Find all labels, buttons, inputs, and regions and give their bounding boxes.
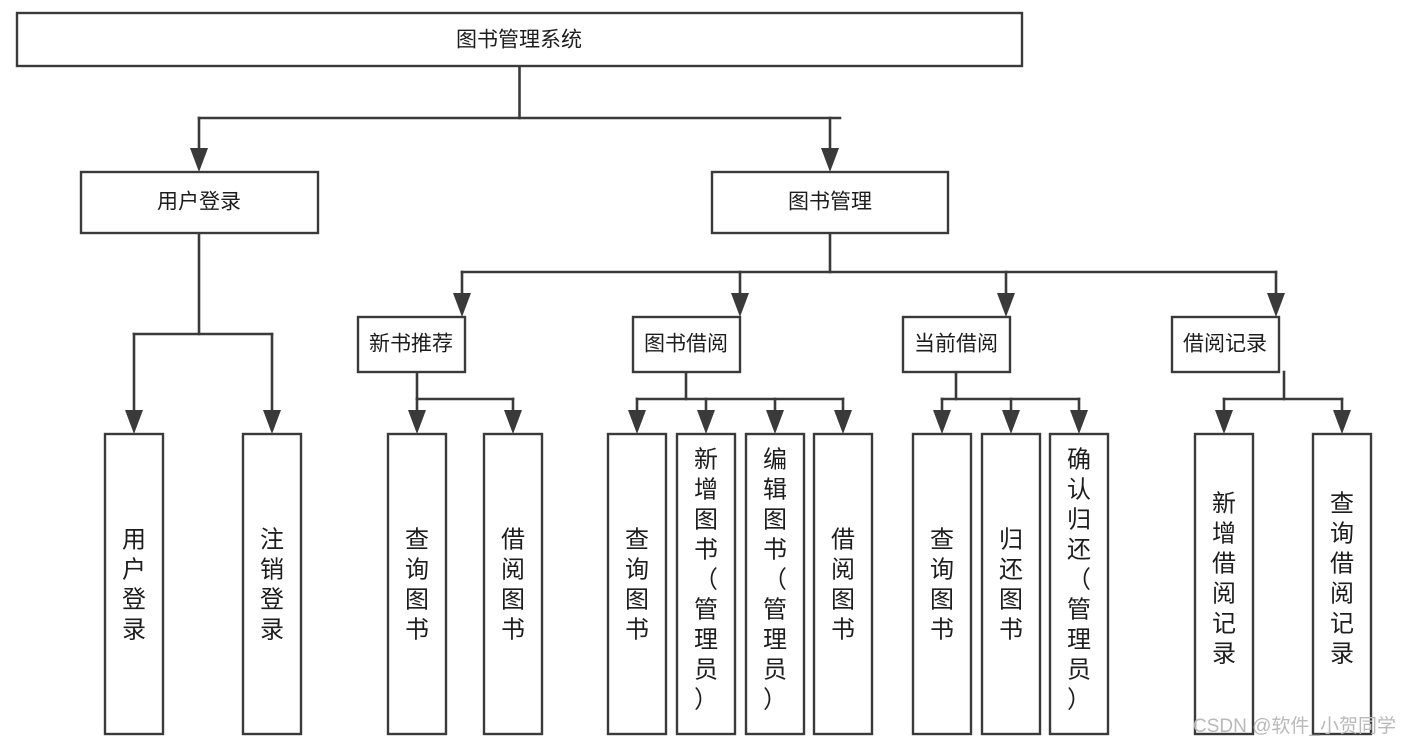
node-root-label: 图书管理系统 — [456, 29, 582, 52]
node-leaf-query-book-recommend-box — [386, 432, 448, 736]
node-current-borrow-label: 当前借阅 — [914, 333, 998, 356]
node-leaf-return-book-box — [980, 432, 1042, 736]
arrowhead-current-borrow — [997, 293, 1015, 317]
node-leaf-return-book-label: 归还图书 — [999, 526, 1023, 643]
node-leaf-borrow-book-label: 借阅图书 — [831, 526, 855, 643]
node-book-borrow[interactable]: 图书借阅 — [631, 315, 742, 374]
node-book-management[interactable]: 图书管理 — [710, 170, 950, 235]
node-leaf-add-book-admin-box — [675, 432, 737, 736]
node-leaf-edit-book-admin[interactable]: 编辑图书（管理员） — [744, 432, 806, 736]
node-leaf-add-borrow-record[interactable]: 新增借阅记录 — [1193, 432, 1255, 736]
arrowhead-book-management — [821, 148, 839, 172]
node-leaf-query-borrow-record[interactable]: 查询借阅记录 — [1311, 432, 1373, 736]
node-leaf-add-book-admin-label: 新增图书（管理员） — [694, 446, 718, 713]
node-leaf-query-borrow-record-box — [1311, 432, 1373, 736]
node-borrow-records-label: 借阅记录 — [1183, 333, 1267, 356]
node-leaf-user-login-box — [103, 432, 165, 736]
node-leaf-edit-book-admin-label: 编辑图书（管理员） — [763, 446, 787, 713]
node-leaf-add-borrow-record-label: 新增借阅记录 — [1212, 490, 1236, 667]
arrowhead-leaf-borrow-book — [834, 410, 852, 434]
node-leaf-borrow-book-recommend-label: 借阅图书 — [501, 526, 525, 643]
connector-group-book-management — [453, 231, 1285, 317]
arrowhead-borrow-records — [1267, 293, 1285, 317]
arrowhead-leaf-query-borrow-record — [1333, 410, 1351, 434]
node-book-borrow-box — [631, 315, 742, 374]
node-leaf-user-login-label: 用户登录 — [122, 526, 146, 643]
connector-group-current-borrow — [933, 370, 1088, 434]
node-leaf-logout-label: 注销登录 — [260, 526, 284, 643]
node-leaf-borrow-book-recommend-box — [482, 432, 544, 736]
node-leaf-add-book-admin[interactable]: 新增图书（管理员） — [675, 432, 737, 736]
node-leaf-query-book-recommend-label: 查询图书 — [405, 526, 429, 643]
node-leaf-confirm-return-admin-box — [1048, 432, 1110, 736]
node-root-box — [15, 11, 1024, 68]
node-user-login-box — [79, 170, 320, 235]
arrowhead-leaf-add-book-admin — [697, 410, 715, 434]
node-leaf-query-book-recommend[interactable]: 查询图书 — [386, 432, 448, 736]
node-leaf-user-login[interactable]: 用户登录 — [103, 432, 165, 736]
node-leaf-query-book-borrow[interactable]: 查询图书 — [606, 432, 668, 736]
node-borrow-records-box — [1170, 315, 1281, 374]
node-current-borrow-box — [901, 315, 1012, 374]
node-book-management-box — [710, 170, 950, 235]
node-user-login[interactable]: 用户登录 — [79, 170, 320, 235]
node-current-borrow[interactable]: 当前借阅 — [901, 315, 1012, 374]
arrowhead-leaf-confirm-return-admin — [1070, 410, 1088, 434]
node-leaf-confirm-return-admin[interactable]: 确认归还（管理员） — [1048, 432, 1110, 736]
node-new-book-recommend-box — [356, 315, 467, 374]
node-borrow-records[interactable]: 借阅记录 — [1170, 315, 1281, 374]
node-leaf-query-book-current-box — [911, 432, 973, 736]
node-leaf-confirm-return-admin-label: 确认归还（管理员） — [1067, 446, 1091, 713]
node-leaf-borrow-book-recommend[interactable]: 借阅图书 — [482, 432, 544, 736]
node-new-book-recommend[interactable]: 新书推荐 — [356, 315, 467, 374]
node-leaf-query-book-borrow-box — [606, 432, 668, 736]
node-leaf-query-borrow-record-label: 查询借阅记录 — [1330, 490, 1354, 667]
node-leaf-add-borrow-record-box — [1193, 432, 1255, 736]
arrowhead-leaf-add-borrow-record — [1215, 410, 1233, 434]
node-leaf-logout[interactable]: 注销登录 — [241, 432, 303, 736]
node-book-borrow-label: 图书借阅 — [644, 333, 728, 356]
arrowhead-leaf-user-login — [125, 410, 143, 434]
node-leaf-edit-book-admin-box — [744, 432, 806, 736]
node-leaf-query-book-current-label: 查询图书 — [930, 526, 954, 643]
node-book-management-label: 图书管理 — [788, 191, 872, 214]
node-leaf-return-book[interactable]: 归还图书 — [980, 432, 1042, 736]
arrowhead-leaf-query-book-borrow — [628, 410, 646, 434]
arrowhead-leaf-return-book — [1002, 410, 1020, 434]
node-new-book-recommend-label: 新书推荐 — [369, 333, 453, 356]
arrowhead-book-borrow — [731, 293, 749, 317]
node-leaf-borrow-book-box — [812, 432, 874, 736]
arrowhead-new-book-recommend — [453, 293, 471, 317]
node-user-login-label: 用户登录 — [157, 191, 241, 214]
csdn-watermark: CSDN @软件_小贺同学 — [1193, 715, 1396, 737]
node-root[interactable]: 图书管理系统 — [15, 11, 1024, 68]
node-leaf-logout-box — [241, 432, 303, 736]
connector-group-new-book-recommend — [408, 370, 522, 434]
arrowhead-leaf-query-book-current — [933, 410, 951, 434]
connector-group-root — [190, 64, 842, 172]
leaf-node-layer: 用户登录 注销登录 查询图书 借阅图书 查询图书 新增图书（管理员） 编辑图书（管理员） 借阅… — [103, 432, 1373, 736]
arrowhead-user-login — [190, 148, 208, 172]
connector-group-borrow-records — [1215, 370, 1351, 434]
arrowhead-leaf-query-book-recommend — [408, 410, 426, 434]
arrowhead-leaf-logout — [263, 410, 281, 434]
connector-group-book-borrow — [628, 370, 852, 434]
connector-group-user-login — [125, 231, 281, 434]
node-leaf-query-book-current[interactable]: 查询图书 — [911, 432, 973, 736]
arrowhead-leaf-edit-book-admin — [766, 410, 784, 434]
arrowhead-leaf-borrow-book-recommend — [504, 410, 522, 434]
node-leaf-query-book-borrow-label: 查询图书 — [625, 526, 649, 643]
node-leaf-borrow-book[interactable]: 借阅图书 — [812, 432, 874, 736]
